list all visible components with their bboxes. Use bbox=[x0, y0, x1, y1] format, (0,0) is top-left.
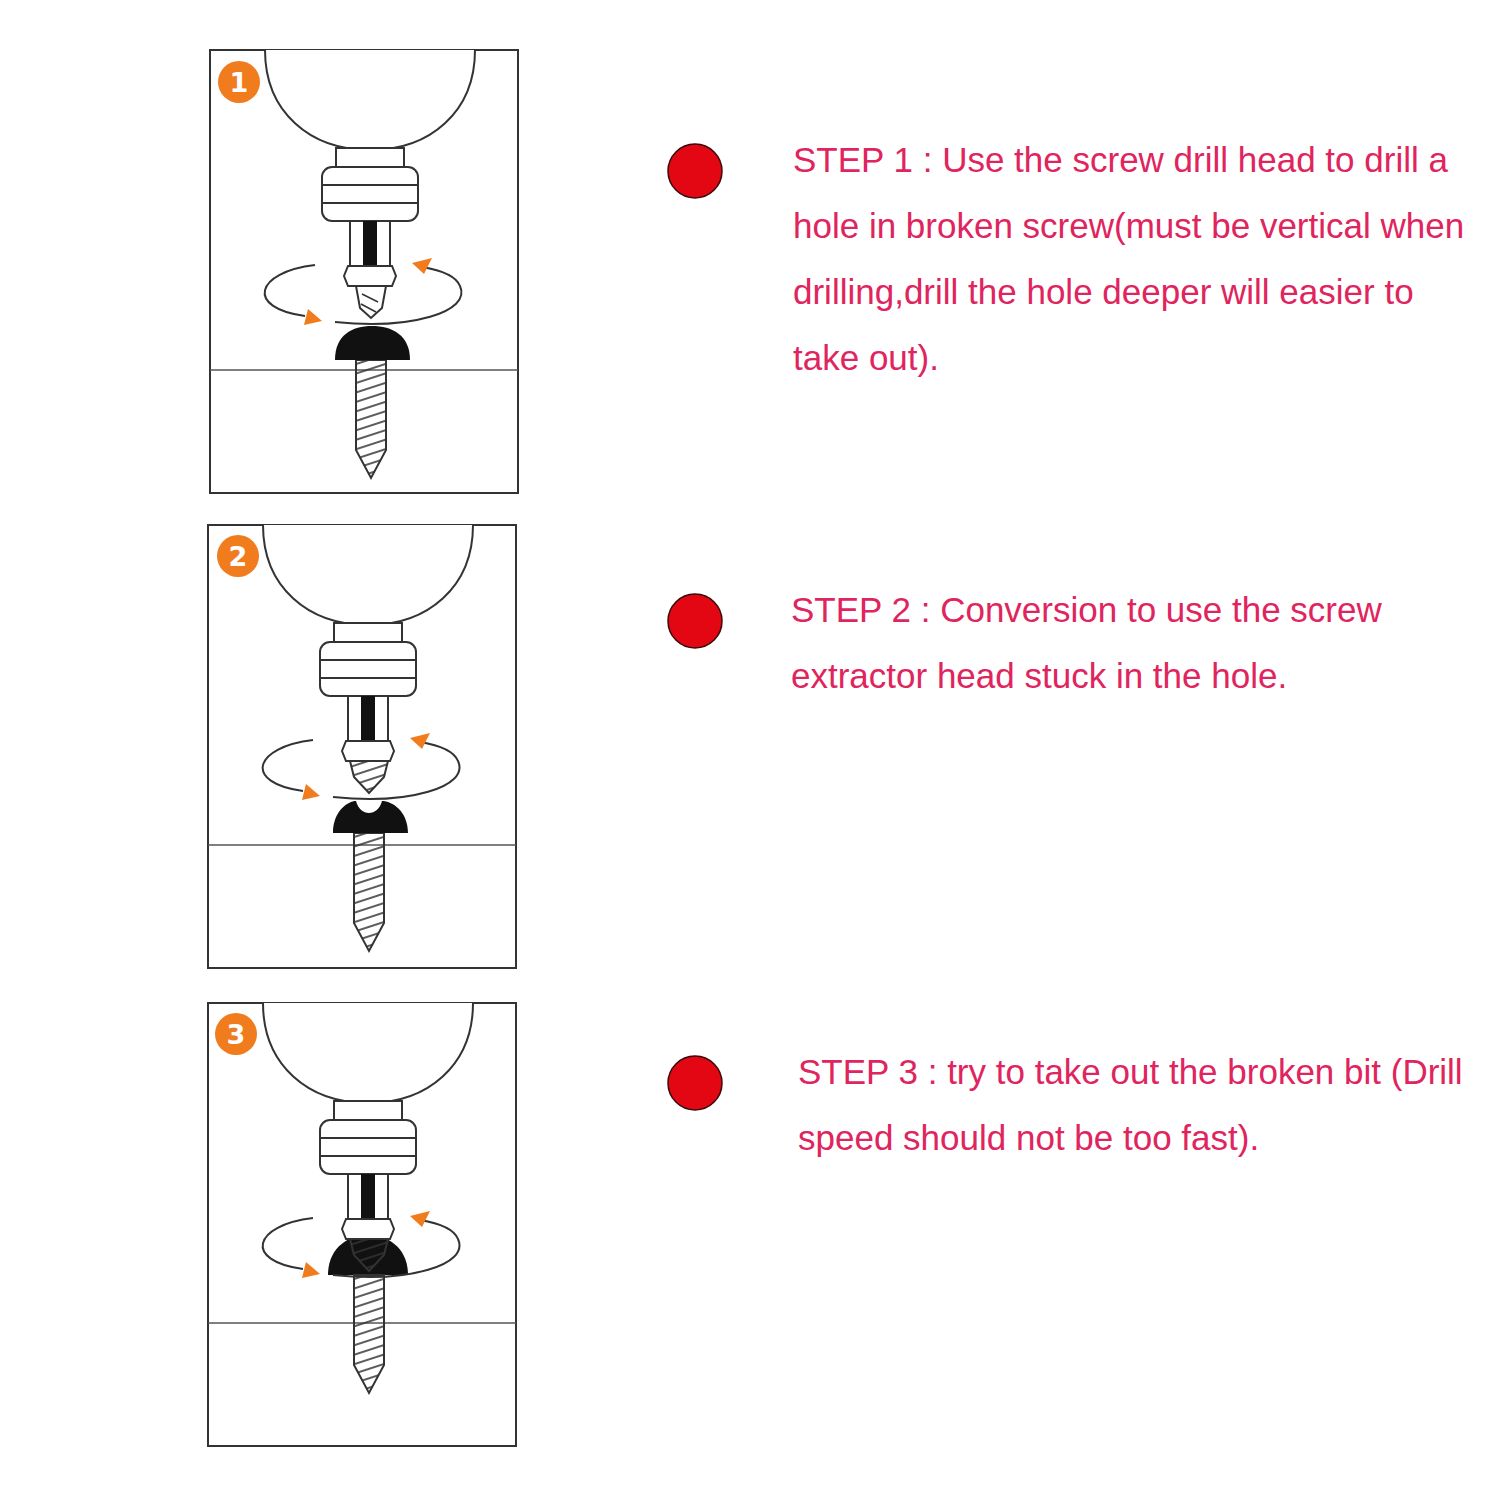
step-number: 1 bbox=[230, 69, 249, 96]
bullet-dot bbox=[668, 594, 722, 648]
step-number-circle: 2 bbox=[217, 535, 259, 577]
step-instruction: STEP 3 : try to take out the broken bit … bbox=[798, 1039, 1478, 1171]
step2-panel bbox=[208, 525, 516, 968]
step1-panel bbox=[210, 50, 518, 493]
step-number-circle: 3 bbox=[215, 1013, 257, 1055]
step-instruction: STEP 2 : Conversion to use the screw ext… bbox=[791, 577, 1471, 709]
step-number-circle: 1 bbox=[218, 61, 260, 103]
bullet-dot bbox=[668, 1056, 722, 1110]
step-number: 2 bbox=[229, 543, 248, 570]
step-instruction: STEP 1 : Use the screw drill head to dri… bbox=[793, 127, 1473, 391]
step3-panel bbox=[208, 1003, 516, 1446]
bullet-dot bbox=[668, 144, 722, 198]
step-number: 3 bbox=[227, 1021, 246, 1048]
